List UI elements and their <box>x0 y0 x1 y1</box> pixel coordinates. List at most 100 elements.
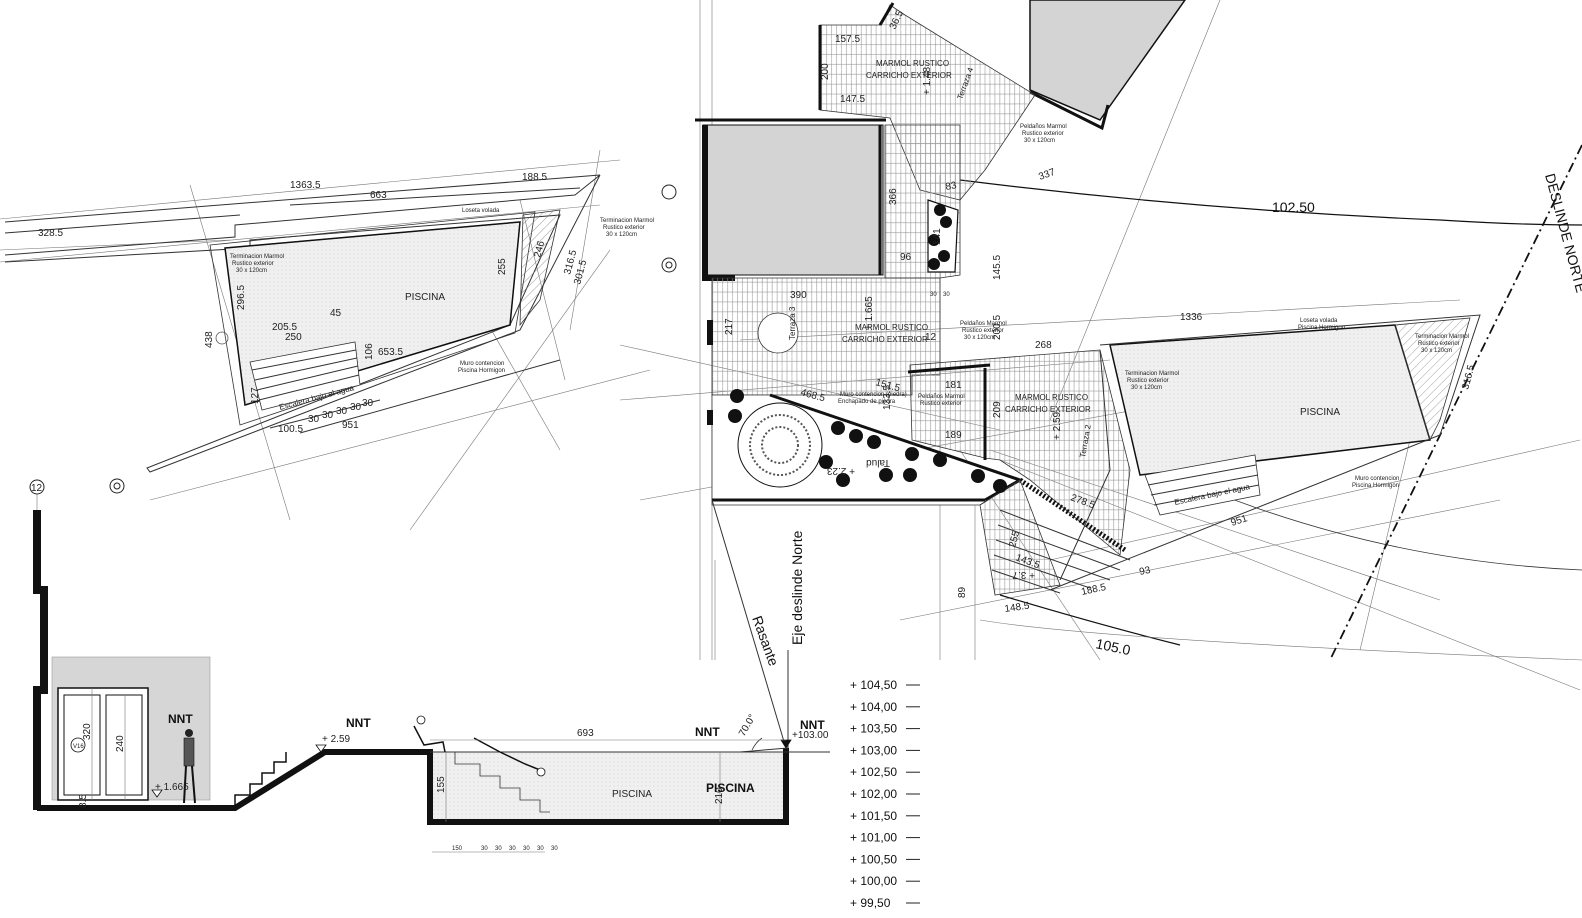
axis-12: 12 <box>31 483 43 494</box>
dim-45: 45 <box>330 308 342 319</box>
dim-127: 127 <box>250 387 261 404</box>
dim-255: 255 <box>497 258 508 275</box>
nnt-3: NNT <box>695 725 720 739</box>
dim-188: 188.5 <box>522 172 547 183</box>
rdim-147: 147.5 <box>840 94 865 105</box>
north-boundary-label: DESLINDE NORTE <box>1542 172 1582 295</box>
dim-653: 653.5 <box>378 347 403 358</box>
note-term-2c: 30 x 120cm <box>606 232 637 238</box>
dim-438: 438 <box>204 331 215 348</box>
dim-100: 100.5 <box>278 424 303 435</box>
pelda-3: Peldaños Marmol <box>918 394 965 400</box>
rdim-181: 181 <box>945 380 962 391</box>
rdim-337: 337 <box>1037 167 1057 183</box>
marble-1a: MARMOL RUSTICO <box>855 323 928 332</box>
rdim-96: 96 <box>900 252 912 263</box>
elevation-level-label: + 102,00 <box>850 787 897 801</box>
contour-102: 102.50 <box>1272 199 1315 215</box>
term-r-c: 30 x 120cm <box>1131 385 1162 391</box>
sec-pool-label-2: PISCINA <box>706 781 755 795</box>
dim-30c: 30 <box>336 406 348 417</box>
pelda-2: Peldaños Marmol <box>1020 124 1067 130</box>
muro-note: Muro contencion <box>1355 476 1399 482</box>
elevation-level-label: + 104,50 <box>850 678 897 692</box>
note-retaining: Muro contencion <box>460 361 504 367</box>
elevation-level-label: + 103,00 <box>850 743 897 757</box>
note-term-2b: Rustico exterior <box>603 225 645 231</box>
loseta-r: Loseta volada <box>1300 318 1338 324</box>
right-pool-label: PISCINA <box>1300 407 1340 418</box>
rdim-200: 200 <box>820 63 831 80</box>
term2-r: Terminacion Marmol <box>1415 334 1469 340</box>
pelda-1: Peldaños Marmol <box>960 321 1007 327</box>
loseta-r-b: Piscina Hormigon <box>1298 325 1345 331</box>
dim-30b: 30 <box>322 410 334 421</box>
rdim-200-5: 200.5 <box>992 315 1003 340</box>
door-tag: V16 <box>73 744 84 750</box>
sec-level-3: +103.00 <box>792 730 829 741</box>
lvl-t4: + 1.48 <box>922 66 933 95</box>
rdim-188: 188.5 <box>1080 582 1107 598</box>
marble-2a: MARMOL RUSTICO <box>876 59 949 68</box>
elevation-level-label: + 101,50 <box>850 809 897 823</box>
bottom-dim-label: 30 <box>481 846 488 852</box>
swimmer-figures <box>413 715 546 777</box>
dim-30e: 30 <box>362 398 374 409</box>
sec-level-1: + 2.59 <box>322 734 351 745</box>
elevation-scale: + 104,50 + 104,00 + 103,50 + 103,00 + 102,50… <box>850 678 920 910</box>
dim-328: 328.5 <box>38 228 63 239</box>
sec-dim-320: 320 <box>82 723 93 740</box>
lvl-t3: + 1.665 <box>864 296 875 330</box>
muro-note-b: Piscina Hormigon <box>1352 483 1399 489</box>
elevation-level-label: + 103,50 <box>850 722 897 736</box>
rdim-89: 89 <box>957 586 968 598</box>
sec-dim-240: 240 <box>115 735 126 752</box>
rdim-30b: 30 <box>943 292 950 298</box>
dim-250: 250 <box>285 332 302 343</box>
lvl-t1: + 3.7 <box>1012 569 1035 580</box>
rdim-255: 255 <box>1007 529 1022 548</box>
dim-663: 663 <box>370 190 387 201</box>
elevation-level-label: + 102,50 <box>850 765 897 779</box>
muro-cont-b: Enchapado de piedra <box>838 399 896 405</box>
bottom-dim-label: 150 <box>452 846 463 852</box>
pool-section: 12 V16 320 240 8.5 <box>29 479 830 853</box>
rdim-209: 209 <box>992 401 1003 418</box>
pelda-1b: Rustico exterior <box>962 328 1004 334</box>
rdim-83: 83 <box>945 180 958 193</box>
rdim-148: 148.5 <box>1004 601 1031 615</box>
sec-dim-210: 210 <box>714 787 725 804</box>
rdim-145: 145.5 <box>992 255 1003 280</box>
muro-cont: Muro contencion (piedra) <box>840 392 907 398</box>
sec-pool-label: PISCINA <box>612 789 652 800</box>
pelda-3b: Rustico exterior <box>920 401 962 407</box>
rdim-217: 217 <box>724 318 735 335</box>
sec-dim-693: 693 <box>577 728 594 739</box>
rdim-12: 12 <box>925 332 937 343</box>
dim-296: 296.5 <box>236 285 247 310</box>
left-pool-plan: PISCINA Escalera bajo el agua Loseta vol… <box>0 149 654 531</box>
rdim-141: 141 <box>932 228 943 245</box>
sec-level-2: + 1.665 <box>155 782 189 793</box>
rdim-1336: 1336 <box>1180 312 1203 323</box>
elevation-level-label: + 104,00 <box>850 700 897 714</box>
rdim-390: 390 <box>790 290 807 301</box>
bottom-dim-label: 30 <box>509 846 516 852</box>
lvl-t2: + 2.59 <box>1052 411 1063 440</box>
dim-1363: 1363.5 <box>290 180 321 191</box>
note-retaining-b: Piscina Hormigon <box>458 368 505 374</box>
term2-r-c: 30 x 120cm <box>1421 348 1452 354</box>
right-site-plan: MARMOL RUSTICO CARRICHO EXTERIOR MARMOL … <box>619 0 1582 760</box>
marble-2b: CARRICHO EXTERIOR <box>866 71 952 80</box>
bottom-dim-label: 30 <box>523 846 530 852</box>
bottom-dim-label: 30 <box>551 846 558 852</box>
rdim-189: 189 <box>945 430 962 441</box>
rdim-133: 133.5 <box>882 385 893 410</box>
nnt-1: NNT <box>168 712 193 726</box>
pelda-1c: 30 x 120cm <box>964 335 995 341</box>
note-loseta: Loseta volada <box>462 208 500 214</box>
rdim-366: 366 <box>888 188 899 205</box>
bottom-dim-label: 30 <box>537 846 544 852</box>
